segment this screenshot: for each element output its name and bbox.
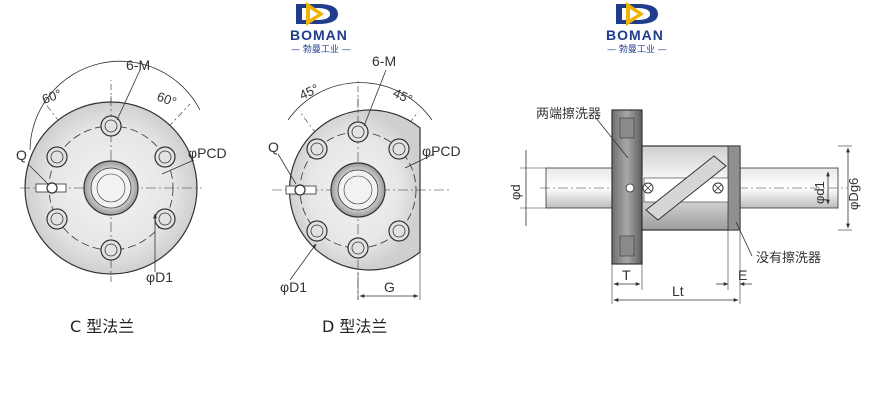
oil-hole-port [46, 182, 58, 194]
holes-leader [363, 69, 387, 127]
d-flange-caption: D 型法兰 [322, 317, 387, 336]
boman-logo-right: BOMAN — 勃曼工业 — [606, 2, 667, 55]
logo-subtitle-text: — 勃曼工业 — [291, 43, 351, 55]
logo-brand-text: BOMAN [606, 27, 664, 43]
bolt-holes [306, 121, 410, 259]
side-view-labels: 两端擦洗器 没有擦洗器 φd φd1 φDg6 T Lt E [508, 106, 861, 299]
boman-logo-left: BOMAN — 勃曼工业 — [290, 2, 351, 55]
dg6-label: φDg6 [846, 178, 861, 210]
pcd-leader [404, 153, 435, 169]
logo-mark-icon [296, 2, 338, 26]
nut-end-cap [727, 145, 741, 231]
q-label: Q [268, 139, 279, 155]
angle-right-label: 45° [391, 85, 415, 107]
c-flange-view [20, 60, 202, 282]
angle-right-label: 60° [155, 89, 179, 110]
flange-bolt-slot [619, 235, 635, 257]
lt-label: Lt [672, 283, 684, 299]
no-wiper-label: 没有擦洗器 [756, 250, 821, 265]
pcd-leader [161, 159, 195, 175]
screw-shaft [343, 175, 373, 205]
bolt-holes [46, 115, 176, 261]
d1-label: φd1 [812, 181, 827, 204]
d1-leader [289, 243, 317, 281]
return-tube [645, 155, 727, 221]
t-label: T [622, 267, 631, 283]
angle-left-label: 45° [297, 81, 321, 103]
pcd-label: φPCD [188, 145, 227, 161]
both-wipers-leader [595, 117, 629, 159]
angle-arc [287, 82, 433, 121]
logo-subtitle-text: — 勃曼工业 — [607, 43, 667, 55]
flange-bolt-slot [619, 117, 635, 139]
angle-arc [29, 60, 201, 151]
q-leader [27, 163, 49, 185]
d1-label: φD1 [146, 269, 173, 285]
oil-hole-port [625, 183, 635, 193]
holes-label: 6-M [126, 57, 150, 73]
both-wipers-label: 两端擦洗器 [536, 106, 601, 121]
pcd-label: φPCD [422, 143, 461, 159]
d1-label: φD1 [280, 279, 307, 295]
oil-hole-port [294, 184, 306, 196]
side-view [520, 109, 852, 304]
logo-brand-text: BOMAN [290, 27, 348, 43]
no-wiper-leader [735, 221, 753, 257]
angle-left-label: 60° [40, 86, 64, 107]
holes-label: 6-M [372, 53, 396, 69]
d-label: φd [508, 184, 523, 200]
q-leader [277, 153, 297, 185]
c-flange-caption: C 型法兰 [70, 317, 134, 336]
logo-mark-icon [616, 2, 658, 26]
screw-shaft [96, 173, 126, 203]
e-label: E [738, 267, 747, 283]
q-label: Q [16, 147, 27, 163]
g-label: G [384, 279, 395, 295]
c-flange-labels: 60° 60° 6-M Q φPCD φD1 C 型法兰 [16, 57, 227, 336]
d-flange-view [272, 69, 450, 300]
holes-leader [116, 69, 141, 121]
